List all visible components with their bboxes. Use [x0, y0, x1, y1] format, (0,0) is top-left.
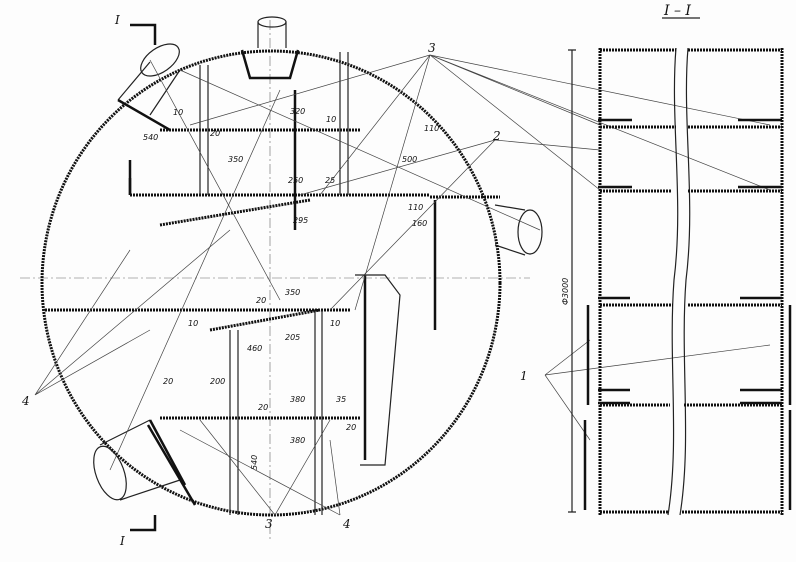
dim-10: 10	[330, 319, 340, 328]
section-title: I – I	[663, 3, 691, 19]
callout-1: 1	[520, 369, 528, 383]
dim-160: 160	[412, 219, 427, 228]
dim-10: 10	[326, 115, 336, 124]
dim-20: 20	[163, 377, 173, 386]
vessel-shell	[40, 49, 502, 517]
dim-350: 350	[228, 155, 243, 164]
dim-540: 540	[143, 133, 158, 142]
dim-20: 20	[210, 129, 220, 138]
dim-205: 205	[285, 333, 300, 342]
dim-10: 10	[188, 319, 198, 328]
dim-380: 380	[290, 395, 305, 404]
dim-200: 200	[210, 377, 225, 386]
nozzle-top	[240, 16, 300, 80]
callout-3-top: 3	[428, 41, 436, 55]
nozzle-right	[494, 204, 543, 256]
nozzle-top-left	[117, 43, 181, 132]
section-view	[568, 17, 792, 516]
dim-320: 320	[290, 107, 305, 116]
trays	[45, 90, 500, 506]
dim-10: 10	[173, 108, 183, 117]
dim-20: 20	[256, 296, 266, 305]
dim-380: 380	[290, 436, 305, 445]
dim-20: 20	[346, 423, 356, 432]
dim-25: 25	[325, 176, 335, 185]
dim-500: 500	[402, 155, 417, 164]
dim-diameter-3000: Ф3000	[561, 278, 570, 305]
dim-295: 295	[293, 216, 308, 225]
section-mark-bottom: I	[119, 534, 125, 548]
leader-lines	[34, 54, 771, 516]
dim-35: 35	[336, 395, 346, 404]
dim-350: 350	[285, 288, 300, 297]
nozzle-bottom-left	[93, 419, 187, 501]
section-cut-marks	[130, 23, 157, 532]
dim-110: 110	[424, 124, 439, 133]
dim-460: 460	[247, 344, 262, 353]
callout-4-bottom: 4	[342, 517, 351, 531]
dim-20: 20	[258, 403, 268, 412]
section-mark-top: I	[114, 13, 120, 27]
dim-250: 250	[288, 176, 303, 185]
callout-2: 2	[492, 129, 501, 143]
dim-110: 110	[408, 203, 423, 212]
dim-540: 540	[250, 455, 259, 470]
callout-4-left: 4	[21, 394, 30, 408]
callout-3-bottom: 3	[265, 517, 273, 531]
dimension-labels: 540 10 320 10 20 110 350 500 250 25 295 …	[143, 107, 570, 470]
downcomer-walls	[199, 52, 349, 515]
